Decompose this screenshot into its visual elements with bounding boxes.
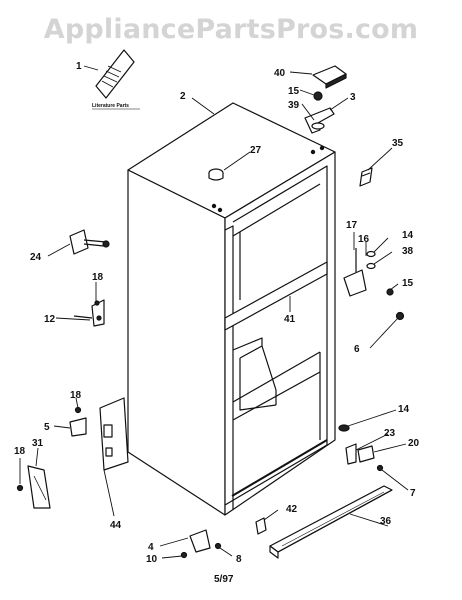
footer-date: 5/97 xyxy=(214,574,234,585)
callout-38: 38 xyxy=(402,246,414,257)
callout-5: 5 xyxy=(44,422,50,433)
callout-2: 2 xyxy=(180,91,186,102)
bottom-hinge-20[interactable] xyxy=(338,424,384,472)
callout-10: 10 xyxy=(146,554,158,565)
callout-24: 24 xyxy=(30,252,42,263)
leader-lines xyxy=(19,65,409,559)
callout-15b: 15 xyxy=(402,278,414,289)
callout-27: 27 xyxy=(250,145,262,156)
bracket-4[interactable] xyxy=(180,529,222,559)
callout-labels: 1 2 40 15 39 3 27 35 24 18 12 17 16 14 3… xyxy=(14,61,420,565)
panel-44[interactable] xyxy=(99,397,129,471)
callout-17: 17 xyxy=(346,220,358,231)
callout-7: 7 xyxy=(410,488,416,499)
callout-44: 44 xyxy=(110,520,122,531)
callout-31: 31 xyxy=(32,438,44,449)
callout-23: 23 xyxy=(384,428,396,439)
callout-16: 16 xyxy=(358,234,370,245)
top-hinge-3[interactable] xyxy=(304,91,335,155)
callout-35: 35 xyxy=(392,138,404,149)
callout-18c: 18 xyxy=(14,446,26,457)
literature-caption: Literature Parts xyxy=(92,103,129,109)
callout-1: 1 xyxy=(76,61,82,72)
callout-3: 3 xyxy=(350,92,356,103)
hinge-cover-40[interactable] xyxy=(312,65,347,89)
part-35[interactable] xyxy=(359,167,373,187)
grille-36[interactable] xyxy=(269,485,393,559)
callout-18a: 18 xyxy=(92,272,104,283)
callout-36: 36 xyxy=(380,516,392,527)
callout-39: 39 xyxy=(288,100,300,111)
center-hinge-17[interactable] xyxy=(343,248,405,321)
clip-42[interactable] xyxy=(255,517,267,535)
callout-40: 40 xyxy=(274,68,286,79)
plug-27[interactable] xyxy=(208,168,224,213)
callout-8: 8 xyxy=(236,554,242,565)
callout-6: 6 xyxy=(354,344,360,355)
callout-4: 4 xyxy=(148,542,154,553)
callout-14a: 14 xyxy=(402,230,414,241)
cabinet-body[interactable] xyxy=(127,102,336,516)
cover-31[interactable] xyxy=(16,465,51,509)
bracket-5[interactable] xyxy=(69,406,87,437)
bracket-12[interactable] xyxy=(73,299,105,327)
callout-18b: 18 xyxy=(70,390,82,401)
watermark: AppliancePartsPros.com xyxy=(43,14,419,45)
callout-12: 12 xyxy=(44,314,56,325)
literature-booklet[interactable] xyxy=(95,49,135,99)
callout-15a: 15 xyxy=(288,86,300,97)
bracket-24[interactable] xyxy=(69,229,110,255)
callout-42: 42 xyxy=(286,504,298,515)
callout-14b: 14 xyxy=(398,404,410,415)
callout-41: 41 xyxy=(284,314,296,325)
callout-20: 20 xyxy=(408,438,420,449)
